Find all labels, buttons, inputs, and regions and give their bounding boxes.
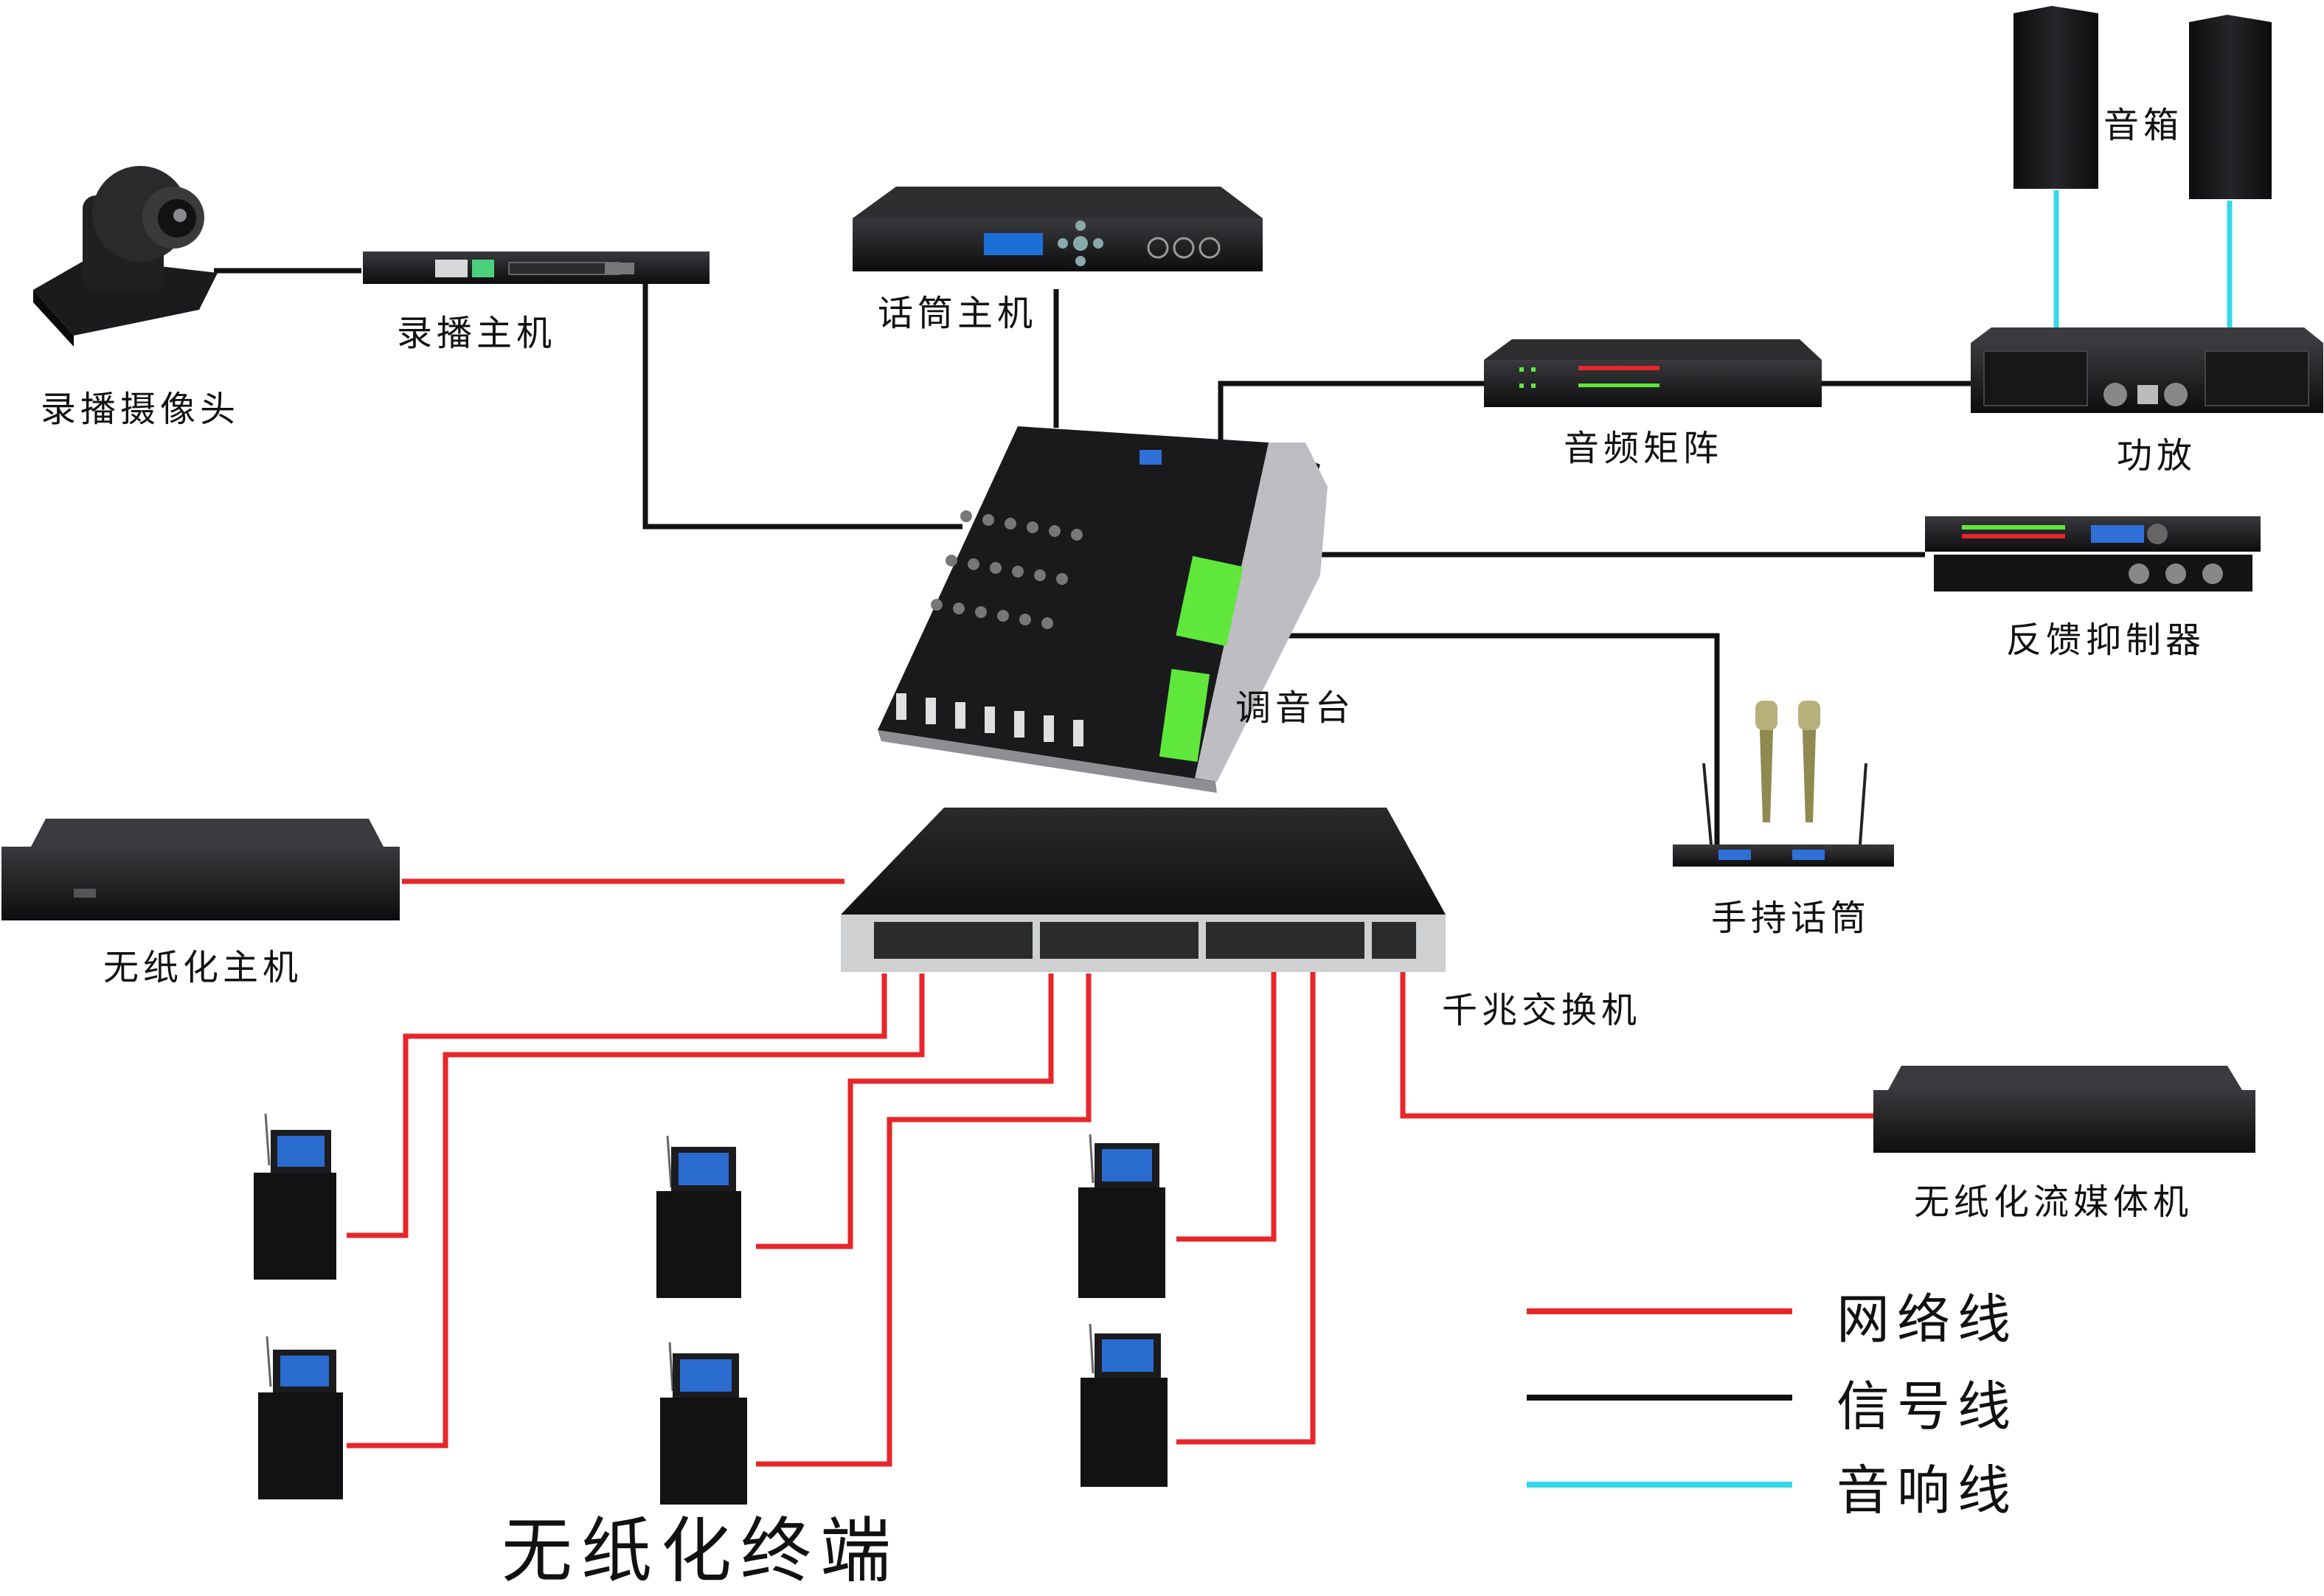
terminal-6 <box>1081 1323 1168 1487</box>
label-paperless-host: 无纸化主机 <box>103 947 303 988</box>
switch-device <box>841 808 1446 972</box>
label-amplifier: 功放 <box>2117 435 2197 476</box>
amplifier-device <box>1971 327 2323 413</box>
label-camera: 录播摄像头 <box>41 389 240 430</box>
label-handheld-mic: 手持话筒 <box>1711 898 1871 939</box>
wire-terminal-5 <box>1176 959 1277 1242</box>
wire-mixer-matrix <box>1218 381 1484 443</box>
paperless-host-device <box>1 819 400 920</box>
label-gigabit-switch: 千兆交换机 <box>1442 990 1642 1031</box>
handheld-mic-device <box>1673 701 1894 867</box>
label-mic-host: 话筒主机 <box>878 293 1038 334</box>
wire-terminal-4 <box>756 974 1092 1467</box>
signal-wires <box>214 268 1971 852</box>
legend-label-audio: 音响线 <box>1836 1460 2019 1522</box>
label-paperless-terminal: 无纸化终端 <box>502 1510 900 1592</box>
legend-label-network: 网络线 <box>1836 1288 2019 1350</box>
label-streaming-server: 无纸化流媒体机 <box>1914 1182 2193 1223</box>
audio-wires <box>2053 190 2233 327</box>
mic-host-device <box>853 187 1263 271</box>
label-recorder: 录播主机 <box>397 313 557 354</box>
label-speakers: 音箱 <box>2103 105 2184 146</box>
wire-terminal-6 <box>1176 959 1316 1445</box>
legend-label-signal: 信号线 <box>1836 1375 2019 1437</box>
speaker-right <box>2189 15 2272 199</box>
network-wires <box>347 878 1873 1467</box>
wire-terminal-3 <box>756 974 1054 1249</box>
terminal-3 <box>656 1135 741 1298</box>
audio-matrix-device <box>1484 339 1822 407</box>
wire-switch-stream <box>1400 972 1873 1119</box>
wire-terminal-2 <box>347 974 925 1448</box>
label-feedback-suppressor: 反馈抑制器 <box>2006 620 2206 661</box>
label-audio-matrix: 音频矩阵 <box>1564 428 1724 469</box>
wire-mixer-handheld <box>1254 633 1720 852</box>
recorder-device <box>363 251 710 284</box>
camera-device <box>33 166 218 347</box>
feedback-suppressor-device <box>1925 516 2261 591</box>
terminal-5 <box>1078 1134 1165 1298</box>
legend <box>1527 1308 1792 1488</box>
speaker-left <box>2013 6 2098 189</box>
terminal-4 <box>660 1342 747 1505</box>
mixer-device <box>878 426 1328 793</box>
label-mixer: 调音台 <box>1235 687 1356 729</box>
wire-recorder-mixer <box>642 279 962 530</box>
streaming-server-device <box>1873 1066 2255 1153</box>
terminal-2 <box>258 1336 343 1499</box>
wire-terminal-1 <box>347 974 887 1238</box>
terminal-1 <box>254 1113 336 1280</box>
